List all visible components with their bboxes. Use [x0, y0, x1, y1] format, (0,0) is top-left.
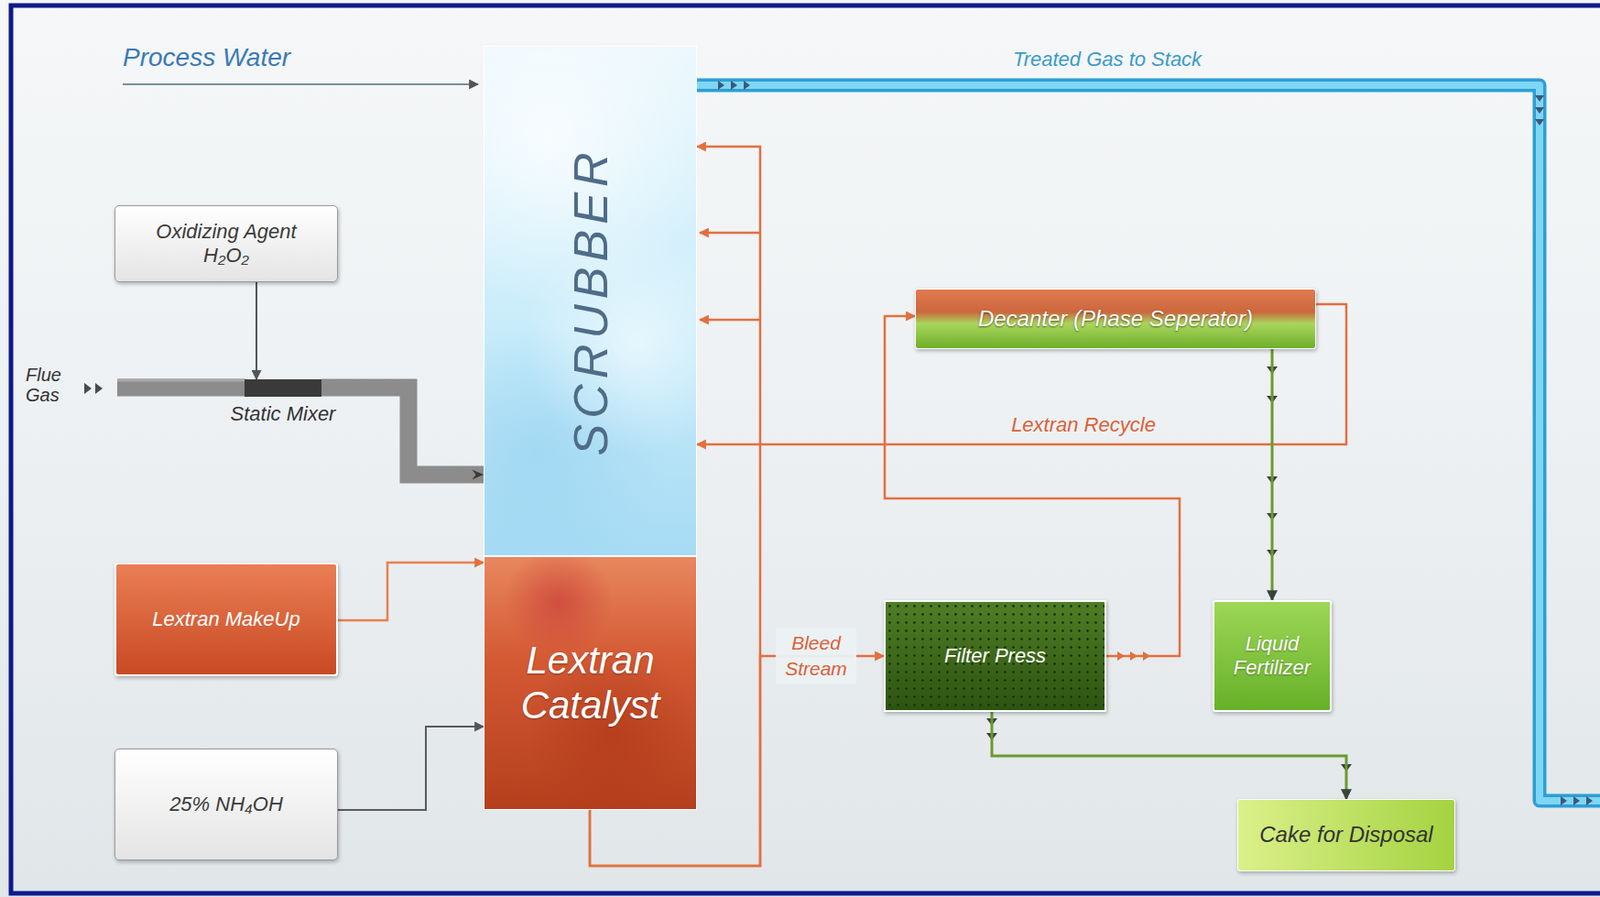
frame [10, 5, 1600, 893]
node-label: Lextran MakeUp [152, 607, 300, 632]
node-label: Decanter (Phase Seperator) [978, 305, 1253, 333]
flow-chevrons [84, 382, 103, 394]
treated-gas-pipe-core [696, 85, 1600, 801]
flue-gas-pipe [321, 387, 484, 475]
node-label: Lextran Catalyst [491, 638, 689, 728]
node-label: Static Mixer [230, 402, 337, 426]
cake-line [991, 711, 1347, 799]
pipe-highlight [117, 379, 246, 382]
stream-label: Treated Gas to Stack [1012, 47, 1202, 72]
flow-chevrons [986, 718, 1352, 772]
supply-box: Oxidizing AgentH₂O₂ [114, 205, 338, 283]
edge-label: Lextran Recycle [1007, 411, 1160, 439]
filter-press-box: Filter Press [883, 599, 1107, 712]
node-label: SCRUBBER [561, 146, 619, 456]
static-mixer: Static Mixer [244, 379, 322, 397]
disposal-box: Cake for Disposal [1237, 798, 1456, 871]
stream-label: Flue Gas [25, 364, 74, 405]
flue-gas-pipe [117, 379, 246, 397]
process-water-line [122, 83, 479, 86]
stream-label: Process Water [122, 43, 291, 73]
node-label: Cake for Disposal [1259, 821, 1433, 849]
node-label: Oxidizing Agent [155, 219, 296, 244]
product-line [1271, 348, 1274, 600]
node-label: Liquid Fertilizer [1218, 631, 1327, 681]
feed-line [255, 282, 258, 380]
decanter-box: Decanter (Phase Seperator) [914, 288, 1317, 349]
makeup-line [337, 562, 484, 621]
flow-chevrons [718, 80, 751, 90]
supply-box: Lextran MakeUp [114, 562, 338, 676]
node-label: Filter Press [944, 643, 1046, 668]
treated-gas-pipe [696, 85, 1600, 801]
recycle-line [696, 304, 1347, 445]
product-box: Liquid Fertilizer [1212, 599, 1332, 712]
node-sublabel: H₂O₂ [203, 243, 250, 268]
edge-label: Bleed Stream [775, 628, 857, 685]
node-label: 25% NH₄OH [169, 792, 283, 817]
flow-chevrons [1560, 795, 1593, 806]
catalyst-tank: Lextran Catalyst [483, 555, 697, 810]
supply-box: 25% NH₄OH [114, 748, 338, 860]
flow-chevrons [1534, 95, 1545, 126]
recirculation-branch [699, 318, 761, 322]
ammonia-line [337, 726, 484, 810]
scrubber-column: SCRUBBER [483, 45, 697, 556]
recirculation-branch [699, 231, 761, 235]
